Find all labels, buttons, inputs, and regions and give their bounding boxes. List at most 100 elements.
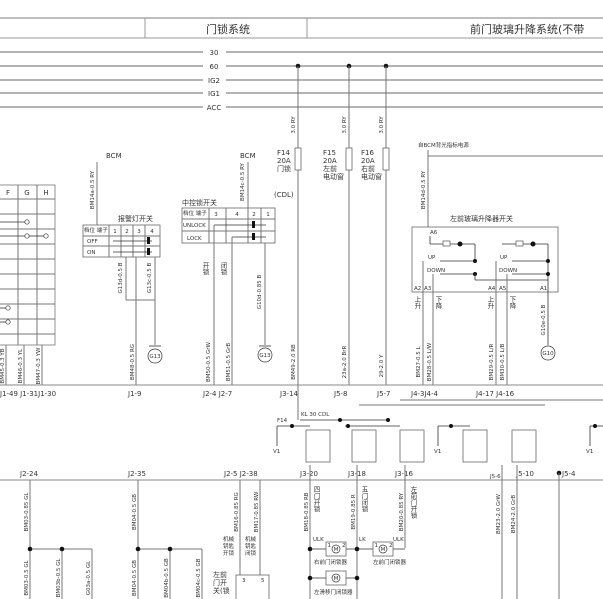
down-label: DOWN — [427, 268, 445, 274]
connector-label: J4-3J4-4 — [410, 390, 439, 398]
fuses: 3.0 RY 3.0 RY 3.0 RY F14 20A 门锁 F15 20A … — [274, 66, 390, 385]
v1-label: V1 — [434, 449, 441, 455]
door-lock-system-title: 门锁系统 — [206, 22, 250, 36]
connector-label: J3-16 — [394, 470, 413, 478]
mech-unlock-label: 开锁 — [223, 549, 235, 557]
mech-unlock-label: 钥匙 — [223, 542, 235, 550]
pin-label: 4 — [235, 212, 239, 218]
upper-connector-row: BM45-0.3 YB BM46-0.3 YL BM47-0.3 YW BM48… — [0, 341, 603, 398]
fuse-id: F16 — [361, 149, 374, 157]
lower-label: 下降 — [508, 296, 516, 309]
connector-label: J5-10 — [515, 470, 534, 478]
lower-connector-row: J2-24 J2-35 J2-5 J2-38 J3-20 J3-18 J3-16… — [0, 470, 603, 481]
fuse-f15 — [345, 147, 353, 171]
motor-label: M — [334, 547, 339, 553]
fuse-rating: 20A — [277, 157, 291, 165]
wire-label: BM03-0.85 GL — [24, 492, 30, 532]
wire-label: G10e-0.5 B — [541, 304, 547, 335]
connector-label: J5-4 — [561, 470, 576, 478]
bus-ig2-label: IG2 — [208, 77, 220, 85]
motor-icon — [331, 544, 341, 554]
pin-label: 3 — [214, 212, 218, 218]
motor-icon — [378, 544, 388, 554]
relay-lf-door-unlock — [399, 429, 425, 463]
lf-door-switch-label: 关(锁 — [213, 586, 230, 595]
rf-actuator-label: 右前门闭锁器 — [314, 558, 348, 566]
wire-label: G13d-0.5 B — [118, 262, 124, 293]
ground-g13-icon — [257, 347, 273, 363]
connector-label: J1-49 J1-31J1-30 — [0, 390, 56, 398]
kl30-label: KL 30 CDL — [301, 412, 330, 418]
f14-label: F14 — [277, 418, 288, 424]
lower-label: 下降 — [434, 296, 442, 309]
motor-label: M — [334, 576, 339, 582]
ls-actuator-label: 左滑移门闭锁器 — [314, 588, 353, 596]
pin-label: 1 — [375, 543, 379, 549]
connector-label: J3-20 — [299, 470, 318, 478]
cdl-label: (CDL) — [274, 191, 294, 199]
row-lock: LOCK — [187, 236, 202, 242]
ulk-label: ULK — [313, 537, 324, 543]
table-corner: 档位 端子 — [84, 226, 108, 234]
connector-label: J2-35 — [127, 470, 146, 478]
wire-label: BM03b-0.5 GL — [56, 558, 62, 598]
fuse-id: F15 — [323, 149, 336, 157]
bcm-label: BCM — [106, 152, 122, 160]
relay-block: F14 KL 30 CDL V1 V1 V1 — [273, 385, 603, 476]
hazard-switch-title: 报警灯开关 — [118, 214, 153, 223]
pin-label: 5 — [261, 578, 265, 584]
row-on: ON — [87, 250, 95, 256]
lf-door-switch-label: 左前 — [213, 570, 227, 579]
wire-label: BM47-0.3 YW — [36, 347, 42, 384]
wire-label: BM24-2.0 GrB — [511, 495, 517, 534]
wire-label: BM48-0.5 RG — [130, 344, 136, 380]
connector-label: J5-6 — [489, 474, 501, 480]
pin-label: 1 — [266, 212, 270, 218]
wire-label: BM23-2.0 GrW — [496, 493, 502, 534]
pin-label: 2 — [389, 543, 393, 549]
pin-label: 3 — [242, 578, 246, 584]
wire-label: BM18-0.85 RB — [304, 492, 310, 531]
wire-label: 3.0 RY — [291, 116, 297, 134]
relay-window-2 — [511, 429, 537, 463]
v1-label: V1 — [273, 449, 280, 455]
fuse-name: 门锁 — [277, 164, 291, 173]
up-label: UP — [428, 255, 436, 261]
unlock-label: 开锁 — [201, 262, 209, 275]
bus-acc-label: ACC — [207, 104, 222, 112]
left-connector-grid: F G H — [0, 184, 56, 385]
wire-label: 23a-2.0 BrR — [342, 345, 348, 378]
up-label: UP — [500, 255, 508, 261]
connector-label: J5-8 — [333, 390, 348, 398]
ground-g13-icon — [147, 348, 163, 364]
motor-icon — [331, 573, 341, 583]
pin-label: A4 — [488, 286, 496, 292]
window-system-title: 前门玻璃升降系统(不带 — [470, 22, 584, 36]
row-unlock: UNLOCK — [183, 223, 206, 229]
raise-label: 上升 — [413, 296, 421, 309]
bus-ig1-label: IG1 — [208, 90, 220, 98]
pin-label: 2 — [252, 212, 256, 218]
wire-label: BM14c-0.5 RY — [240, 162, 246, 200]
ground-g10-icon — [540, 345, 556, 361]
connector-label: J2-4 J2-7 — [202, 390, 232, 398]
mech-lock-label: 机械 — [245, 535, 257, 543]
connector-label: J3-14 — [279, 390, 298, 398]
pin-label: 1 — [328, 543, 332, 549]
wire-label: G03a-0.5 GL — [86, 560, 92, 595]
four-door-unlock-label: 四门开锁 — [312, 486, 320, 512]
raise-label: 上升 — [486, 296, 494, 309]
ulk-label: ULK — [393, 537, 404, 543]
pin-label: A6 — [430, 230, 438, 236]
wire-label: 3.0 RY — [379, 116, 385, 134]
v1-label: V1 — [586, 449, 593, 455]
motor-label: M — [381, 547, 386, 553]
row-off: OFF — [87, 239, 98, 245]
wire-label: 29-2.0 Y — [379, 354, 385, 377]
backlight-source-label: 自BCM背光指标电源 — [418, 141, 469, 149]
section-header: 门锁系统 前门玻璃升降系统(不带 — [0, 17, 603, 39]
pin-label: A1 — [540, 286, 547, 292]
wire-label: BM16-0.85 RG — [234, 492, 240, 532]
